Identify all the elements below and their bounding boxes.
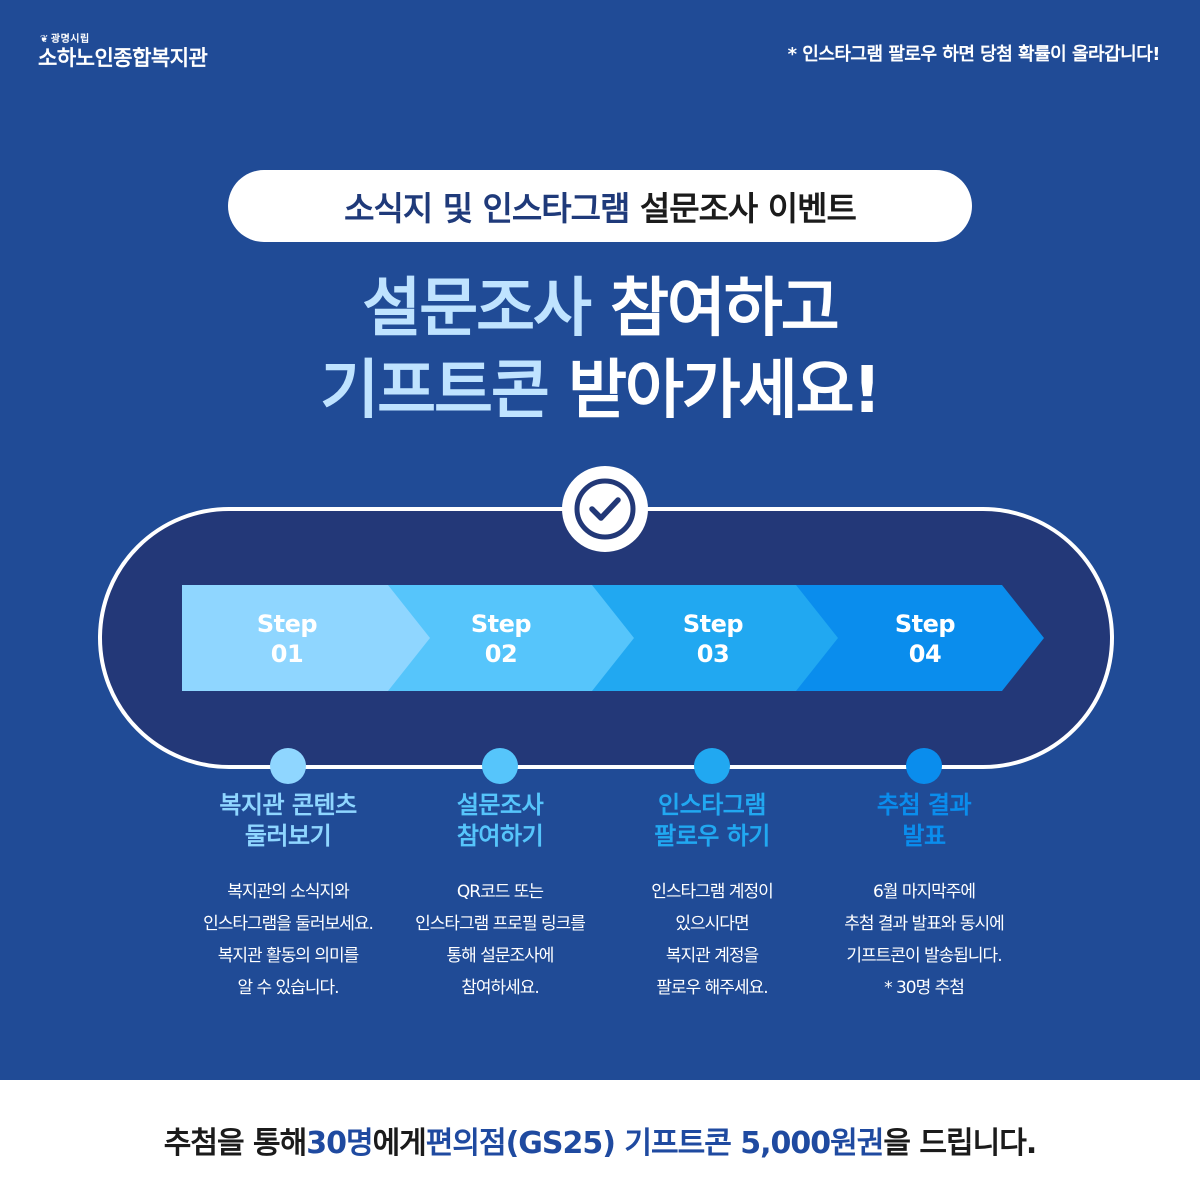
step-label-4: Step 04 (894, 610, 956, 668)
check-circle-icon (562, 466, 648, 552)
headline-line-1: 설문조사 참여하고 (362, 272, 839, 346)
step-arrow-2 (382, 585, 634, 691)
step-dot-2 (482, 748, 518, 784)
org-sub-label: ❦광명시립 (40, 34, 90, 45)
event-title-part2: 설문조사 이벤트 (639, 189, 857, 228)
step-desc-4: 6월 마지막주에 추첨 결과 발표와 동시에 기프트콘이 발송됩니다. * 30… (844, 882, 1005, 998)
step-label-2: Step 02 (470, 610, 532, 668)
step-label-1: Step 01 (256, 610, 318, 668)
instagram-follow-note: * 인스타그램 팔로우 하면 당첨 확률이 올라갑니다! (787, 44, 1161, 65)
step-arrow-1 (182, 585, 430, 691)
step-desc-1: 복지관의 소식지와 인스타그램을 둘러보세요. 복지관 활동의 의미를 알 수 … (203, 882, 374, 998)
step-desc-2: QR코드 또는 인스타그램 프로필 링크를 통해 설문조사에 참여하세요. (415, 882, 586, 998)
headline-line-2: 기프트콘 받아가세요! (320, 354, 881, 428)
org-name: 소하노인종합복지관 (38, 46, 208, 70)
step-column-1: 복지관 콘텐츠 둘러보기 복지관의 소식지와 인스타그램을 둘러보세요. 복지관… (168, 790, 408, 1004)
event-poster: ❦광명시립 소하노인종합복지관 * 인스타그램 팔로우 하면 당첨 확률이 올라… (0, 0, 1200, 1080)
step-title-3: 인스타그램 팔로우 하기 (654, 791, 770, 850)
step-label-3: Step 03 (682, 610, 744, 668)
step-column-2: 설문조사 참여하기 QR코드 또는 인스타그램 프로필 링크를 통해 설문조사에… (380, 790, 620, 1004)
step-arrow-3 (586, 585, 838, 691)
event-title-part1: 소식지 및 인스타그램 (344, 189, 630, 228)
step-arrow-4 (792, 585, 1044, 691)
step-dot-3 (694, 748, 730, 784)
event-title-pill: 소식지 및 인스타그램 설문조사 이벤트 (228, 170, 972, 242)
step-column-4: 추첨 결과 발표 6월 마지막주에 추첨 결과 발표와 동시에 기프트콘이 발송… (804, 790, 1044, 1004)
leaf-icon: ❦ (40, 34, 49, 45)
step-title-4: 추첨 결과 발표 (876, 791, 972, 850)
step-desc-3: 인스타그램 계정이 있으시다면 복지관 계정을 팔로우 해주세요. (651, 882, 774, 998)
step-column-3: 인스타그램 팔로우 하기 인스타그램 계정이 있으시다면 복지관 계정을 팔로우… (592, 790, 832, 1004)
step-dot-4 (906, 748, 942, 784)
step-title-2: 설문조사 참여하기 (456, 791, 544, 850)
main-headline: 설문조사 참여하고 기프트콘 받아가세요! (0, 268, 1200, 432)
step-dot-1 (270, 748, 306, 784)
step-arrows: Step 01 Step 02 Step 03 Step 04 (182, 585, 1044, 691)
step-title-1: 복지관 콘텐츠 둘러보기 (219, 791, 357, 850)
